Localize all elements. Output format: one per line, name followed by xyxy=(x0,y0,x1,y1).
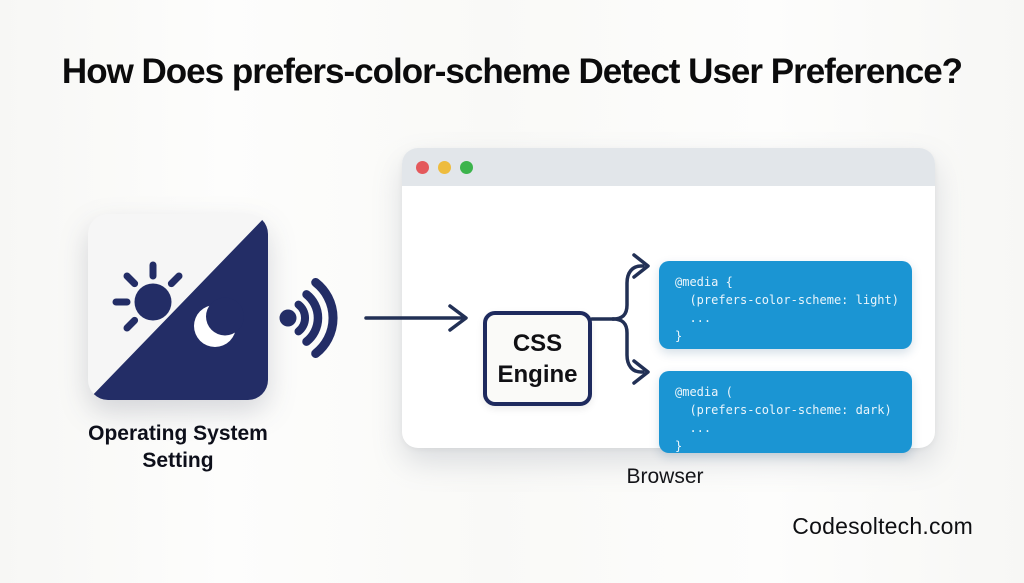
media-query-light-block: @media { (prefers-color-scheme: light) .… xyxy=(659,261,912,349)
code-line: (prefers-color-scheme: light) xyxy=(675,293,899,307)
os-setting-label-line1: Operating System xyxy=(88,422,268,445)
media-query-dark-block: @media ( (prefers-color-scheme: dark) ..… xyxy=(659,371,912,453)
code-line: ... xyxy=(675,421,712,435)
browser-label: Browser xyxy=(626,465,704,488)
os-setting-label: Operating System Setting xyxy=(28,420,328,474)
code-line: } xyxy=(675,439,683,453)
code-line: @media { xyxy=(675,275,733,289)
page-title: How Does prefers-color-scheme Detect Use… xyxy=(61,52,963,91)
close-button-icon xyxy=(416,160,429,174)
browser-body: CSS Engine @media { (prefers-color-schem… xyxy=(402,186,935,453)
os-setting-label-line2: Setting xyxy=(142,449,214,472)
css-engine-label-line1: CSS xyxy=(512,329,563,357)
watermark: Codesoltech.com xyxy=(792,513,973,539)
code-line: (prefers-color-scheme: dark) xyxy=(675,403,892,417)
minimize-button-icon xyxy=(438,160,451,174)
code-line: @media ( xyxy=(675,385,733,399)
code-line: ... xyxy=(675,311,712,325)
browser-titlebar xyxy=(402,148,935,186)
css-engine-label-line2: Engine xyxy=(497,360,578,388)
moon-icon xyxy=(194,297,244,347)
browser-window: CSS Engine @media { (prefers-color-schem… xyxy=(402,148,935,453)
signal-waves-icon xyxy=(279,278,338,358)
sun-icon xyxy=(112,261,183,332)
maximize-button-icon xyxy=(460,160,473,174)
light-dark-mode-icon xyxy=(88,214,268,400)
code-line: } xyxy=(675,329,683,343)
css-engine-box: CSS Engine xyxy=(483,311,592,406)
